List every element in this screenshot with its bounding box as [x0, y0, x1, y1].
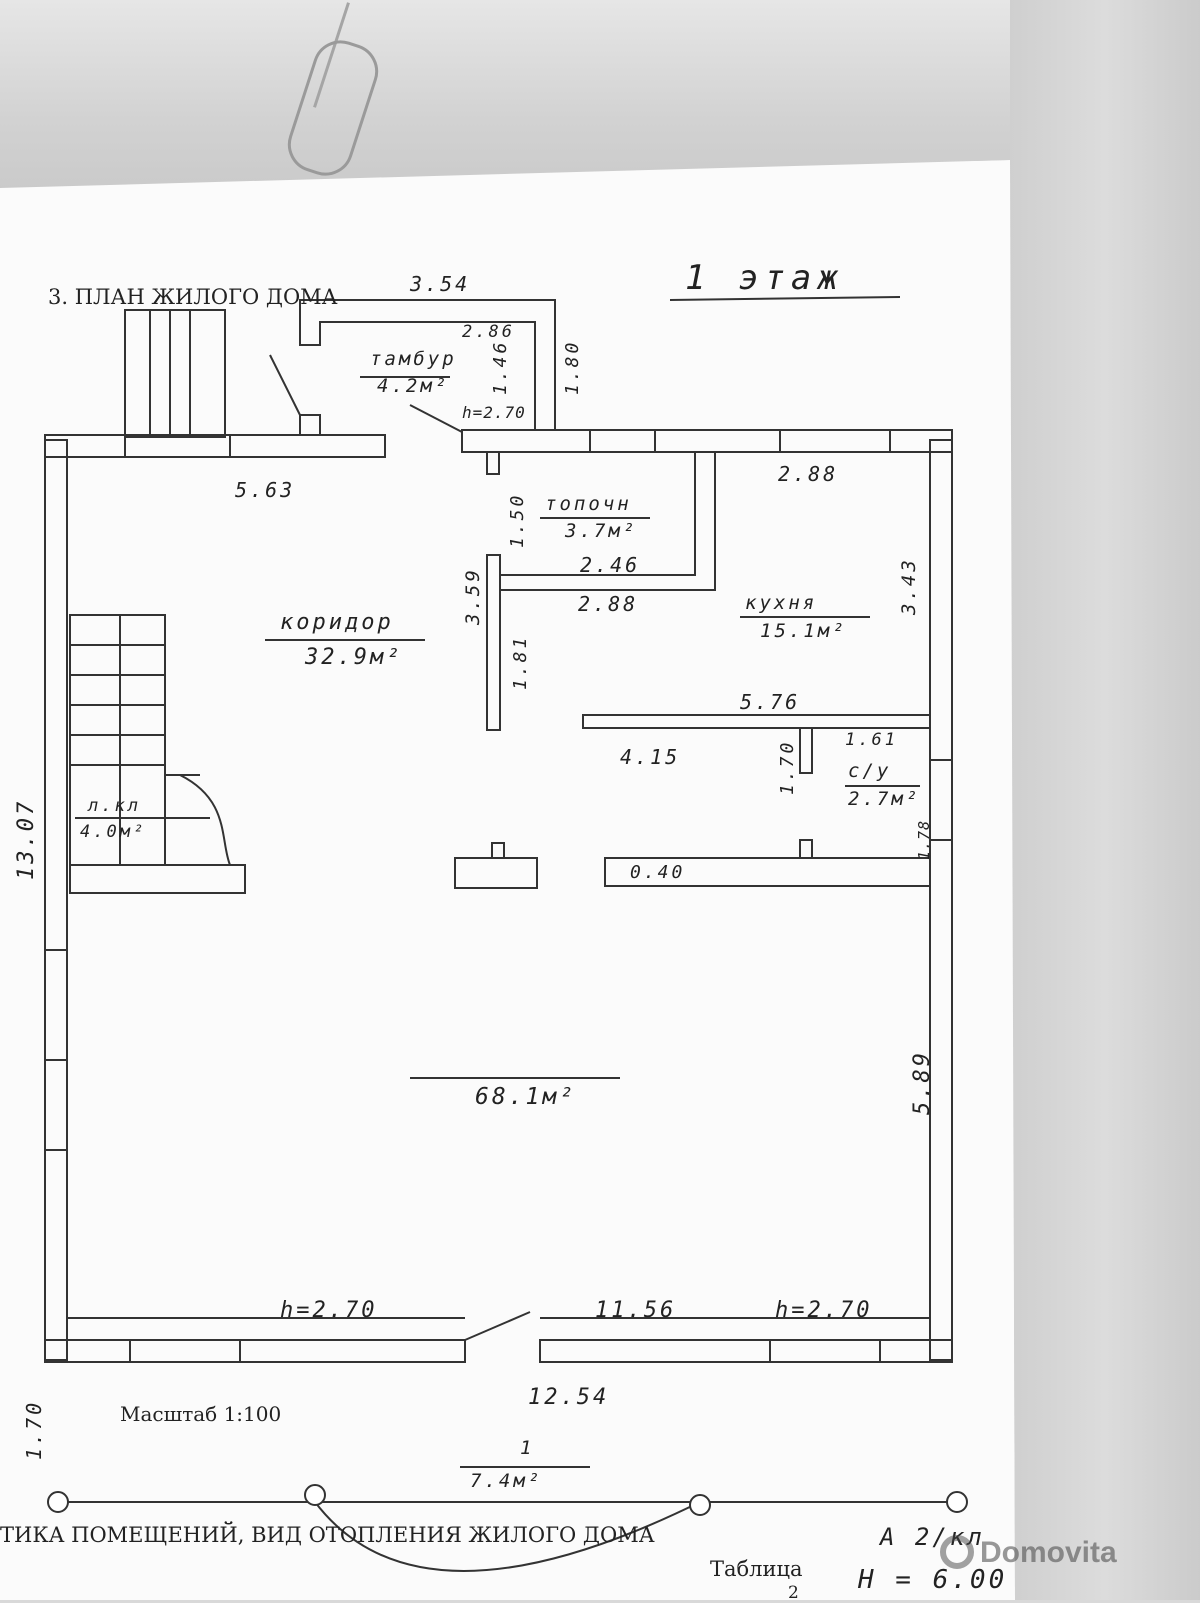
room-area-porch: 7.4м²	[470, 1470, 543, 1492]
dim-kitchen-343: 3.43	[898, 557, 920, 615]
dim-wall-040: 0.40	[630, 862, 686, 883]
dim-left-1307: 13.07	[14, 798, 39, 880]
floor-label: 1 этаж	[685, 258, 844, 298]
footer-caption: тика помещений, вид отопления жилого дом…	[0, 1523, 655, 1547]
room-name-tambur: тамбур	[370, 348, 457, 370]
table-number: 2	[788, 1583, 799, 1603]
watermark: Domovita	[980, 1536, 1117, 1569]
room-area-wc: 2.7м²	[848, 788, 921, 810]
watermark-logo-icon	[940, 1535, 974, 1569]
table-label: Таблица	[710, 1557, 803, 1581]
dim-wall-181: 1.81	[510, 634, 531, 690]
dim-bottom-1156: 11.56	[595, 1298, 677, 1323]
dim-wall-576: 5.76	[740, 690, 801, 714]
outer-wall-top-right	[461, 429, 953, 453]
dim-tambur-height: h=2.70	[462, 403, 526, 422]
room-area-tambur: 4.2м²	[377, 375, 450, 397]
dim-bottom-height-left: h=2.70	[280, 1298, 378, 1323]
room-area-living: 68.1м²	[475, 1084, 577, 1110]
room-area-corridor: 32.9м²	[305, 645, 403, 670]
dim-wc-178: 1.78	[915, 819, 933, 860]
room-name-boiler: топочн	[545, 493, 632, 515]
plan-title: 3. ПЛАН ЖИЛОГО ДОМА	[48, 285, 338, 309]
dim-top-354: 3.54	[410, 272, 471, 296]
room-name-stairs: л.кл	[88, 796, 141, 816]
dim-boiler-150: 1.50	[507, 492, 528, 548]
dim-wall-415: 4.15	[620, 745, 681, 769]
outer-wall-bottom-right	[539, 1339, 953, 1363]
outer-wall-right	[929, 439, 953, 1361]
outer-wall-top-left	[44, 434, 386, 458]
dim-top-288: 2.88	[778, 462, 839, 486]
room-name-porch: 1	[520, 1437, 535, 1459]
dim-bottom-height-right: h=2.70	[775, 1298, 873, 1323]
room-area-boiler: 3.7м²	[565, 520, 638, 542]
dim-top-563: 5.63	[235, 478, 296, 502]
dim-kitchen-288: 2.88	[578, 592, 639, 616]
dim-boiler-246: 2.46	[580, 553, 641, 577]
room-area-stairs: 4.0м²	[80, 822, 147, 842]
outer-wall-left	[44, 439, 68, 1361]
dim-right-589: 5.89	[910, 1050, 935, 1115]
room-name-kitchen: кухня	[745, 592, 818, 614]
dim-tambur-146: 1.46	[490, 339, 511, 395]
dim-wall-359: 3.59	[462, 567, 484, 625]
background-table-edge	[1010, 0, 1200, 1600]
scale-label: Масштаб 1:100	[120, 1402, 282, 1426]
dim-tambur-180: 1.80	[562, 339, 583, 395]
outer-wall-bottom-left	[44, 1339, 466, 1363]
dim-wc-161: 1.61	[845, 730, 898, 750]
dim-porch-170: 1.70	[22, 1399, 46, 1460]
dim-tambur-286: 2.86	[462, 322, 515, 342]
dim-wc-170: 1.70	[777, 739, 798, 795]
room-area-kitchen: 15.1м²	[760, 620, 847, 642]
dim-bottom-1254: 12.54	[528, 1385, 610, 1410]
building-height: Н = 6.00	[858, 1565, 1008, 1595]
room-name-wc: с/у	[848, 760, 892, 782]
room-name-corridor: коридор	[280, 610, 394, 635]
